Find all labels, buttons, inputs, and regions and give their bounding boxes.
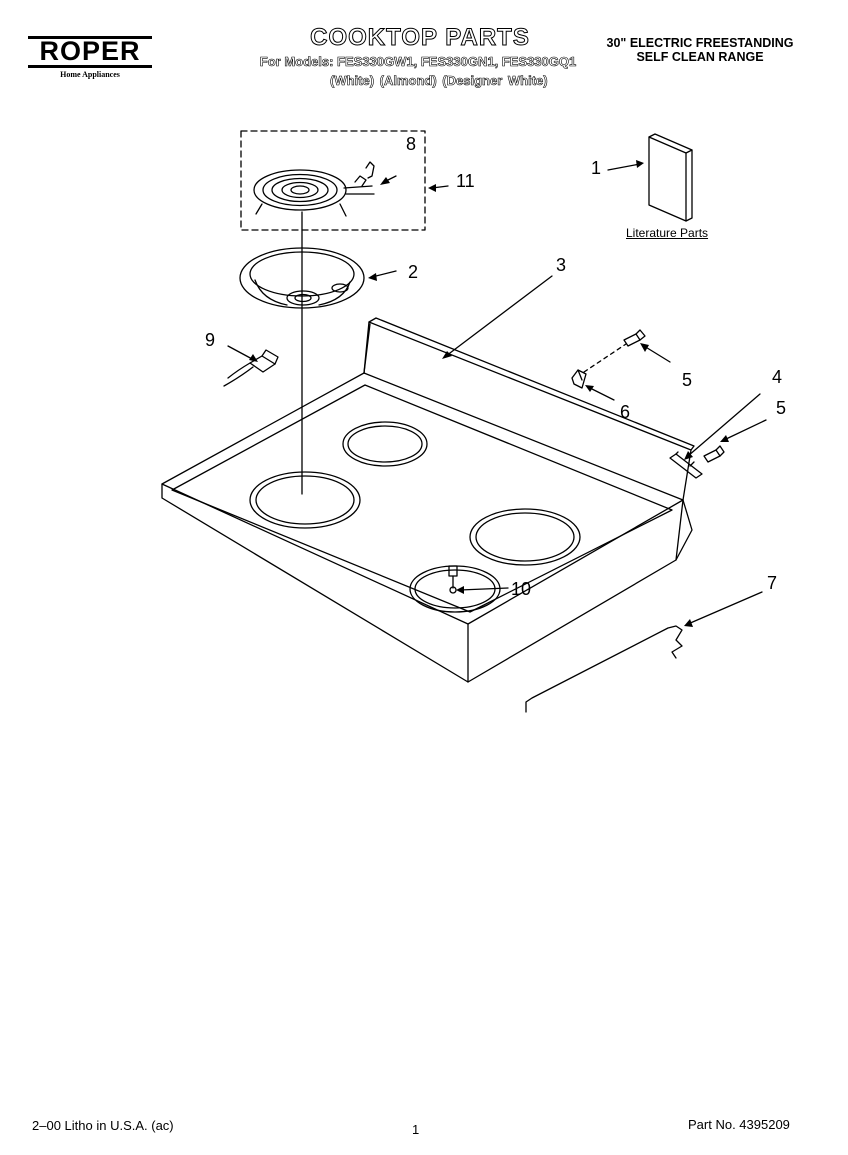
callout-9: 9 [205, 330, 216, 350]
callout-5-upper: 5 [682, 370, 693, 390]
footer-page-number: 1 [412, 1122, 420, 1137]
callout-8: 8 [406, 134, 417, 154]
callout-6: 6 [620, 402, 631, 422]
callout-7: 7 [767, 573, 778, 593]
literature-packet [648, 133, 693, 222]
roper-logo: ROPER Home Appliances [26, 34, 154, 79]
cooktop-panel [161, 317, 695, 683]
logo-rule [28, 36, 152, 39]
literature-parts-label: Literature Parts [626, 226, 709, 240]
mounting-screw-right [703, 445, 725, 463]
callout-10: 10 [511, 579, 532, 599]
page-title: COOKTOP PARTS [310, 24, 530, 52]
callout-3: 3 [556, 255, 567, 275]
anti-tip-wire [525, 625, 683, 713]
callout-5-right: 5 [776, 398, 787, 418]
terminal-block [223, 349, 279, 387]
logo-brand: ROPER [39, 36, 141, 66]
burner-opening-rear-right [469, 508, 581, 566]
footer-litho: 2–00 Litho in U.S.A. (ac) [32, 1118, 174, 1133]
mounting-screw-upper [623, 329, 646, 347]
callout-11: 11 [456, 171, 475, 191]
footer-part-number: Part No. 4395209 [688, 1117, 790, 1132]
leader-lines [227, 163, 767, 625]
backguard-bracket [669, 451, 703, 479]
colors-line: (White) (Almond) (Designer White) [330, 73, 548, 89]
surface-element [253, 161, 375, 217]
burner-opening-rear-left [342, 421, 428, 467]
element-group-box [240, 130, 426, 231]
models-line: For Models: FES330GW1, FES330GN1, FES330… [259, 54, 577, 70]
logo-subtitle: Home Appliances [60, 70, 120, 79]
callout-2: 2 [408, 262, 419, 282]
range-line-2: SELF CLEAN RANGE [636, 50, 764, 64]
mounting-clip [571, 369, 587, 389]
logo-rule [28, 65, 152, 68]
range-line-1: 30" ELECTRIC FREESTANDING [606, 36, 794, 50]
burner-opening-front-left [249, 471, 361, 529]
callout-4: 4 [772, 367, 783, 387]
callout-1: 1 [591, 158, 602, 178]
leader-arrowheads [249, 160, 729, 627]
